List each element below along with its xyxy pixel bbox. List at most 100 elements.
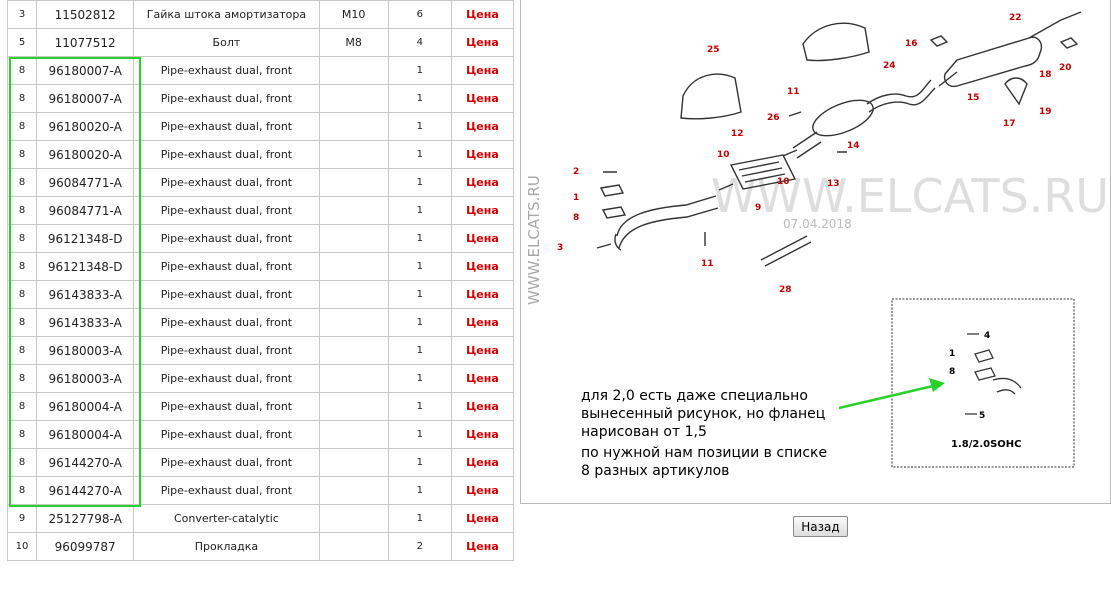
price-link[interactable]: Цена bbox=[450, 112, 515, 141]
position-cell: 8 bbox=[6, 56, 38, 85]
quantity-cell: 6 bbox=[387, 0, 452, 29]
price-link[interactable]: Цена bbox=[450, 532, 515, 561]
annotation-line-4: по нужной нам позиции в списке bbox=[581, 445, 827, 461]
inset-callout-4: 4 bbox=[984, 331, 990, 341]
price-link[interactable]: Цена bbox=[450, 504, 515, 533]
callout-8: 8 bbox=[573, 213, 579, 223]
price-link[interactable]: Цена bbox=[450, 84, 515, 113]
article-cell: 96099787 bbox=[36, 532, 135, 561]
inset-label: 1.8/2.0SOHC bbox=[951, 439, 1022, 450]
size-cell bbox=[318, 280, 389, 309]
price-link[interactable]: Цена bbox=[450, 140, 515, 169]
position-cell: 5 bbox=[6, 28, 38, 57]
size-cell bbox=[318, 84, 389, 113]
annotation-line-3: нарисован от 1,5 bbox=[581, 424, 707, 440]
quantity-cell: 1 bbox=[387, 56, 452, 85]
price-link[interactable]: Цена bbox=[450, 280, 515, 309]
name-cell: Pipe-exhaust dual, front bbox=[133, 448, 320, 477]
article-cell: 96180007-A bbox=[36, 84, 135, 113]
exhaust-parts-drawing bbox=[596, 11, 1082, 267]
name-cell: Pipe-exhaust dual, front bbox=[133, 224, 320, 253]
size-cell bbox=[318, 532, 389, 561]
size-cell: M10 bbox=[318, 0, 389, 29]
quantity-cell: 1 bbox=[387, 224, 452, 253]
callout-9: 9 bbox=[755, 203, 761, 213]
article-cell: 96084771-A bbox=[36, 168, 135, 197]
size-cell bbox=[318, 56, 389, 85]
size-cell bbox=[318, 476, 389, 505]
article-cell: 96121348-D bbox=[36, 252, 135, 281]
price-link[interactable]: Цена bbox=[450, 224, 515, 253]
price-link[interactable]: Цена bbox=[450, 476, 515, 505]
callout-12: 12 bbox=[731, 129, 744, 139]
name-cell: Pipe-exhaust dual, front bbox=[133, 420, 320, 449]
position-cell: 8 bbox=[6, 392, 38, 421]
position-cell: 9 bbox=[6, 504, 38, 533]
quantity-cell: 1 bbox=[387, 336, 452, 365]
annotation-arrow bbox=[838, 378, 945, 410]
name-cell: Pipe-exhaust dual, front bbox=[133, 196, 320, 225]
article-cell: 96143833-A bbox=[36, 280, 135, 309]
size-cell: M8 bbox=[318, 28, 389, 57]
price-link[interactable]: Цена bbox=[450, 0, 515, 29]
price-link[interactable]: Цена bbox=[450, 336, 515, 365]
name-cell: Гайка штока амортизатора bbox=[133, 0, 320, 29]
name-cell: Pipe-exhaust dual, front bbox=[133, 364, 320, 393]
article-cell: 96180003-A bbox=[36, 364, 135, 393]
size-cell bbox=[318, 504, 389, 533]
position-cell: 8 bbox=[6, 140, 38, 169]
price-link[interactable]: Цена bbox=[450, 364, 515, 393]
callout-10-left: 10 bbox=[717, 150, 730, 160]
quantity-cell: 1 bbox=[387, 252, 452, 281]
quantity-cell: 1 bbox=[387, 84, 452, 113]
article-cell: 96180003-A bbox=[36, 336, 135, 365]
price-link[interactable]: Цена bbox=[450, 308, 515, 337]
back-button[interactable]: Назад bbox=[793, 516, 848, 537]
price-link[interactable]: Цена bbox=[450, 252, 515, 281]
callout-24: 24 bbox=[883, 61, 896, 71]
quantity-cell: 1 bbox=[387, 112, 452, 141]
position-cell: 8 bbox=[6, 280, 38, 309]
exhaust-diagram-panel: WWW.ELCATS.RU WWW.ELCATS.RU 07.04.2018 bbox=[520, 0, 1111, 504]
size-cell bbox=[318, 336, 389, 365]
price-link[interactable]: Цена bbox=[450, 196, 515, 225]
callout-10-right: 10 bbox=[777, 177, 790, 187]
price-link[interactable]: Цена bbox=[450, 28, 515, 57]
name-cell: Pipe-exhaust dual, front bbox=[133, 168, 320, 197]
price-link[interactable]: Цена bbox=[450, 448, 515, 477]
article-cell: 96180004-A bbox=[36, 392, 135, 421]
article-cell: 25127798-A bbox=[36, 504, 135, 533]
quantity-cell: 1 bbox=[387, 392, 452, 421]
price-link[interactable]: Цена bbox=[450, 56, 515, 85]
article-cell: 96144270-A bbox=[36, 476, 135, 505]
callout-28: 28 bbox=[779, 285, 792, 295]
article-cell: 96084771-A bbox=[36, 196, 135, 225]
name-cell: Pipe-exhaust dual, front bbox=[133, 112, 320, 141]
name-cell: Pipe-exhaust dual, front bbox=[133, 392, 320, 421]
name-cell: Converter-catalytic bbox=[133, 504, 320, 533]
price-link[interactable]: Цена bbox=[450, 168, 515, 197]
inset-callout-5: 5 bbox=[979, 411, 985, 421]
quantity-cell: 4 bbox=[387, 28, 452, 57]
quantity-cell: 2 bbox=[387, 532, 452, 561]
size-cell bbox=[318, 140, 389, 169]
price-link[interactable]: Цена bbox=[450, 420, 515, 449]
size-cell bbox=[318, 252, 389, 281]
name-cell: Pipe-exhaust dual, front bbox=[133, 56, 320, 85]
position-cell: 8 bbox=[6, 448, 38, 477]
callout-26: 26 bbox=[767, 113, 780, 123]
size-cell bbox=[318, 224, 389, 253]
name-cell: Pipe-exhaust dual, front bbox=[133, 476, 320, 505]
quantity-cell: 1 bbox=[387, 476, 452, 505]
price-link[interactable]: Цена bbox=[450, 392, 515, 421]
